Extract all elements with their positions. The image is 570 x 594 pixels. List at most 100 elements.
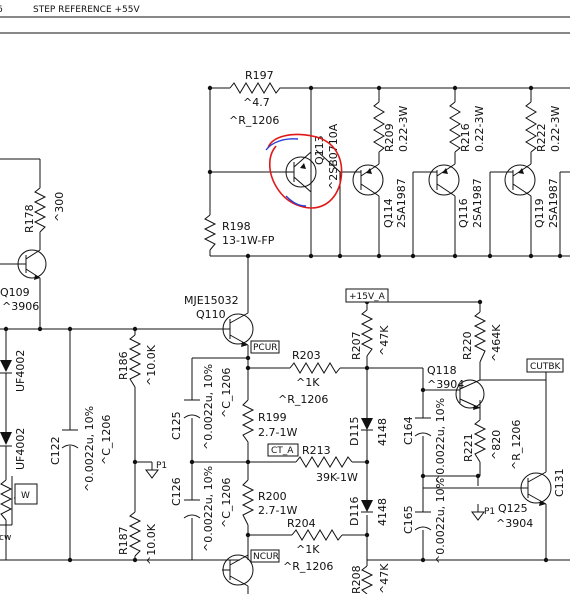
capacitor-c164: C164 ^0.0022u, 10% <box>402 398 447 484</box>
resistor-r208: R208 ^47K <box>350 560 391 594</box>
svg-text:^47K: ^47K <box>378 325 391 356</box>
svg-text:^1K: ^1K <box>296 376 320 389</box>
svg-text:C131: C131 <box>553 468 566 497</box>
svg-text:R204: R204 <box>287 517 316 530</box>
svg-text:R200: R200 <box>258 490 287 503</box>
resistor-r198: R198 13-1W-FP <box>203 214 275 251</box>
transistor-q114: Q114 2SA1987 <box>352 163 408 228</box>
resistor-r222: R222 0.22-3W <box>525 101 562 153</box>
resistor-r209: R209 0.22-3W <box>373 101 410 153</box>
svg-text:^10.0K: ^10.0K <box>145 523 158 565</box>
port-ct-a: CT_A <box>267 443 299 457</box>
svg-text:2.7-1W: 2.7-1W <box>258 426 297 439</box>
svg-text:P1: P1 <box>484 507 495 517</box>
resistor-r203: R203 ^1K ^R_1206 <box>278 349 341 406</box>
red-annotation-circle <box>265 133 343 209</box>
svg-text:UF4002: UF4002 <box>14 350 27 392</box>
svg-text:2SA1987: 2SA1987 <box>471 178 484 228</box>
svg-text:R216: R216 <box>459 123 472 152</box>
svg-text:Q118: Q118 <box>427 364 457 377</box>
svg-text:Q113: Q113 <box>313 135 326 165</box>
svg-text:CT_A: CT_A <box>271 446 294 456</box>
svg-text:C122: C122 <box>49 436 62 465</box>
svg-text:^1K: ^1K <box>296 543 320 556</box>
capacitor-c165: C165 ^0.0022u, 10% <box>402 478 447 564</box>
svg-text:Q109: Q109 <box>0 286 30 299</box>
svg-text:D115: D115 <box>348 417 361 446</box>
svg-text:^300: ^300 <box>53 192 66 222</box>
svg-text:Q110: Q110 <box>196 308 226 321</box>
svg-text:R220: R220 <box>461 331 474 360</box>
svg-text:^C_1206: ^C_1206 <box>220 478 233 528</box>
svg-text:^C_1206: ^C_1206 <box>220 368 233 418</box>
svg-text:R221: R221 <box>462 433 475 462</box>
junctions-left <box>3 326 138 563</box>
svg-text:39K-1W: 39K-1W <box>316 471 358 484</box>
svg-text:R178: R178 <box>23 204 36 233</box>
sheet-header: 6 STEP REFERENCE +55V <box>0 5 570 34</box>
svg-text:^4.7: ^4.7 <box>243 96 270 109</box>
resistor-r200: R200 2.7-1W <box>241 479 297 526</box>
svg-text:^3904: ^3904 <box>496 517 533 530</box>
svg-text:^464K: ^464K <box>490 324 503 362</box>
svg-text:P1: P1 <box>156 461 167 471</box>
svg-text:^0.0022u, 10%: ^0.0022u, 10% <box>83 406 96 492</box>
svg-text:^820: ^820 <box>490 430 503 460</box>
svg-text:PCUR: PCUR <box>253 343 278 353</box>
svg-text:0.22-3W: 0.22-3W <box>473 106 486 152</box>
svg-text:UF4002: UF4002 <box>14 428 27 470</box>
svg-text:+15V_A: +15V_A <box>349 292 386 302</box>
capacitor-c126: C126 ^0.0022u, 10% ^C_1206 <box>170 466 233 552</box>
svg-text:^R_1206: ^R_1206 <box>278 393 328 406</box>
port-pcur: PCUR <box>250 340 280 354</box>
transistor-q109: Q109 ^3906 <box>0 249 47 313</box>
svg-text:Q125: Q125 <box>498 502 528 515</box>
resistor-r186: R186 ^10.0K <box>117 334 158 388</box>
svg-text:^0.0022u, 10%: ^0.0022u, 10% <box>202 364 215 450</box>
svg-text:^10.0K: ^10.0K <box>145 344 158 386</box>
svg-text:C165: C165 <box>402 505 415 534</box>
diode-uf4002-top: UF4002 <box>0 350 27 392</box>
svg-text:0.22-3W: 0.22-3W <box>397 106 410 152</box>
svg-text:R199: R199 <box>258 411 287 424</box>
svg-text:2SA1987: 2SA1987 <box>547 178 560 228</box>
resistor-r220: R220 ^464K <box>461 311 503 363</box>
svg-text:R208: R208 <box>350 565 363 594</box>
svg-text:Q116: Q116 <box>457 198 470 228</box>
transistor-q125: Q125 ^3904 <box>496 471 552 530</box>
svg-text:2.7-1W: 2.7-1W <box>258 504 297 517</box>
port-15v-a: +15V_A <box>345 288 389 303</box>
svg-text:^R_1206: ^R_1206 <box>283 560 333 573</box>
pot-wiper-label: W <box>21 491 30 501</box>
potentiometer: W cw <box>0 476 38 560</box>
svg-text:^3906: ^3906 <box>2 300 39 313</box>
svg-text:R197: R197 <box>245 69 274 82</box>
port-cutbk: CUTBK <box>526 358 564 373</box>
transistor-q118: Q118 ^3904 <box>427 364 485 420</box>
svg-text:R187: R187 <box>117 526 130 555</box>
svg-text:^3904: ^3904 <box>427 378 464 391</box>
svg-text:C125: C125 <box>170 411 183 440</box>
svg-text:R186: R186 <box>117 351 130 380</box>
transistor-q116: Q116 2SA1987 <box>425 163 484 228</box>
diode-uf4002-bottom: UF4002 <box>0 428 27 470</box>
resistor-r199: R199 2.7-1W <box>241 399 297 443</box>
ground-p1-left: P1 <box>135 461 167 479</box>
svg-text:R203: R203 <box>292 349 321 362</box>
svg-text:R209: R209 <box>383 123 396 152</box>
transistor-bottom-partial <box>222 554 254 594</box>
svg-text:^47K: ^47K <box>378 563 391 594</box>
svg-text:2SA1987: 2SA1987 <box>395 178 408 228</box>
svg-text:Q119: Q119 <box>533 198 546 228</box>
svg-text:MJE15032: MJE15032 <box>184 294 239 307</box>
diode-d116: D116 4148 <box>348 495 389 526</box>
transistor-q119: Q119 2SA1987 <box>502 163 560 228</box>
svg-text:^C_1206: ^C_1206 <box>100 415 113 465</box>
svg-text:D116: D116 <box>348 497 361 526</box>
svg-text:R207: R207 <box>350 331 363 360</box>
svg-text:^R_1206: ^R_1206 <box>229 114 279 127</box>
junctions-top <box>207 85 563 259</box>
svg-text:0.22-3W: 0.22-3W <box>549 106 562 152</box>
resistor-r216: R216 0.22-3W <box>449 101 486 153</box>
